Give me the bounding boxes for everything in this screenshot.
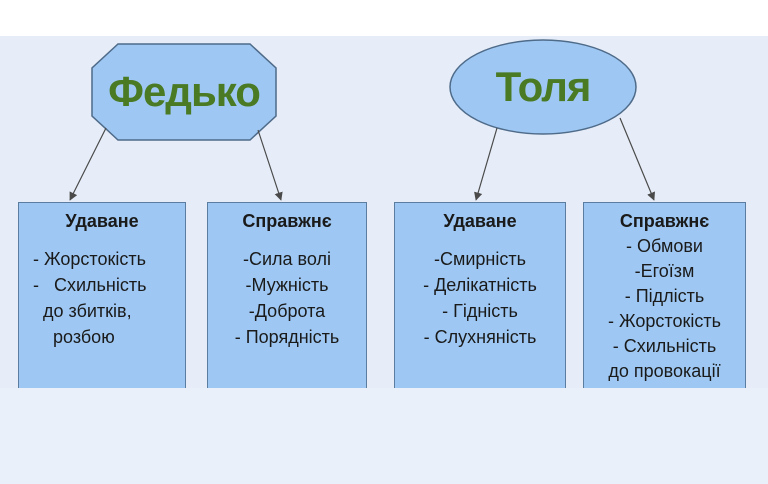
tolya-ellipse-shape (449, 39, 637, 135)
list-item: -Смирність (434, 249, 526, 269)
arrow-tolya-to-real (619, 117, 655, 201)
box-tolya-real: Справжнє - Обмови -Егоїзм - Підлість - Ж… (583, 202, 746, 388)
box-title: Удаване (443, 211, 517, 231)
list-item: - Делікатність (423, 275, 537, 295)
list-item: - Жорстокість (33, 249, 146, 269)
list-item: -Сила волі (242, 249, 332, 269)
list-item: -Егоїзм (634, 261, 695, 281)
box-fedko-pretend: Удаване - Жорстокість - Схильність до зб… (18, 202, 186, 388)
box-tolya-pretend: Удаване -Смирність - Делікатність - Гідн… (394, 202, 566, 388)
list-item: до збитків, (33, 301, 132, 321)
list-item: розбою (33, 327, 115, 347)
box-title: Справжнє (619, 211, 710, 231)
list-item: - Підлість (624, 286, 705, 306)
list-item: - Порядність (234, 327, 340, 347)
list-item: - Слухняність (423, 327, 537, 347)
list-item: - Гідність (442, 301, 518, 321)
arrow-fedko-to-real (257, 129, 283, 201)
list-item: - Схильність (612, 336, 717, 356)
box-fedko-real: Справжнє -Сила волі -Мужність -Доброта -… (207, 202, 367, 388)
list-item: до провокації (608, 361, 721, 381)
arrow-tolya-to-pretend (474, 127, 498, 201)
list-item: -Мужність (245, 275, 329, 295)
bottom-band (0, 388, 768, 484)
list-item: - Жорстокість (608, 311, 721, 331)
fedko-octagon-shape (91, 43, 277, 141)
list-item: - Схильність (33, 275, 147, 295)
list-item: -Доброта (248, 301, 326, 321)
heading-fedko: Федько (108, 68, 261, 115)
top-band (0, 0, 768, 36)
box-title: Справжнє (242, 211, 332, 231)
box-title: Удаване (65, 211, 139, 231)
arrow-fedko-to-pretend (69, 127, 107, 201)
heading-tolya: Толя (495, 63, 592, 110)
list-item: - Обмови (626, 236, 703, 256)
